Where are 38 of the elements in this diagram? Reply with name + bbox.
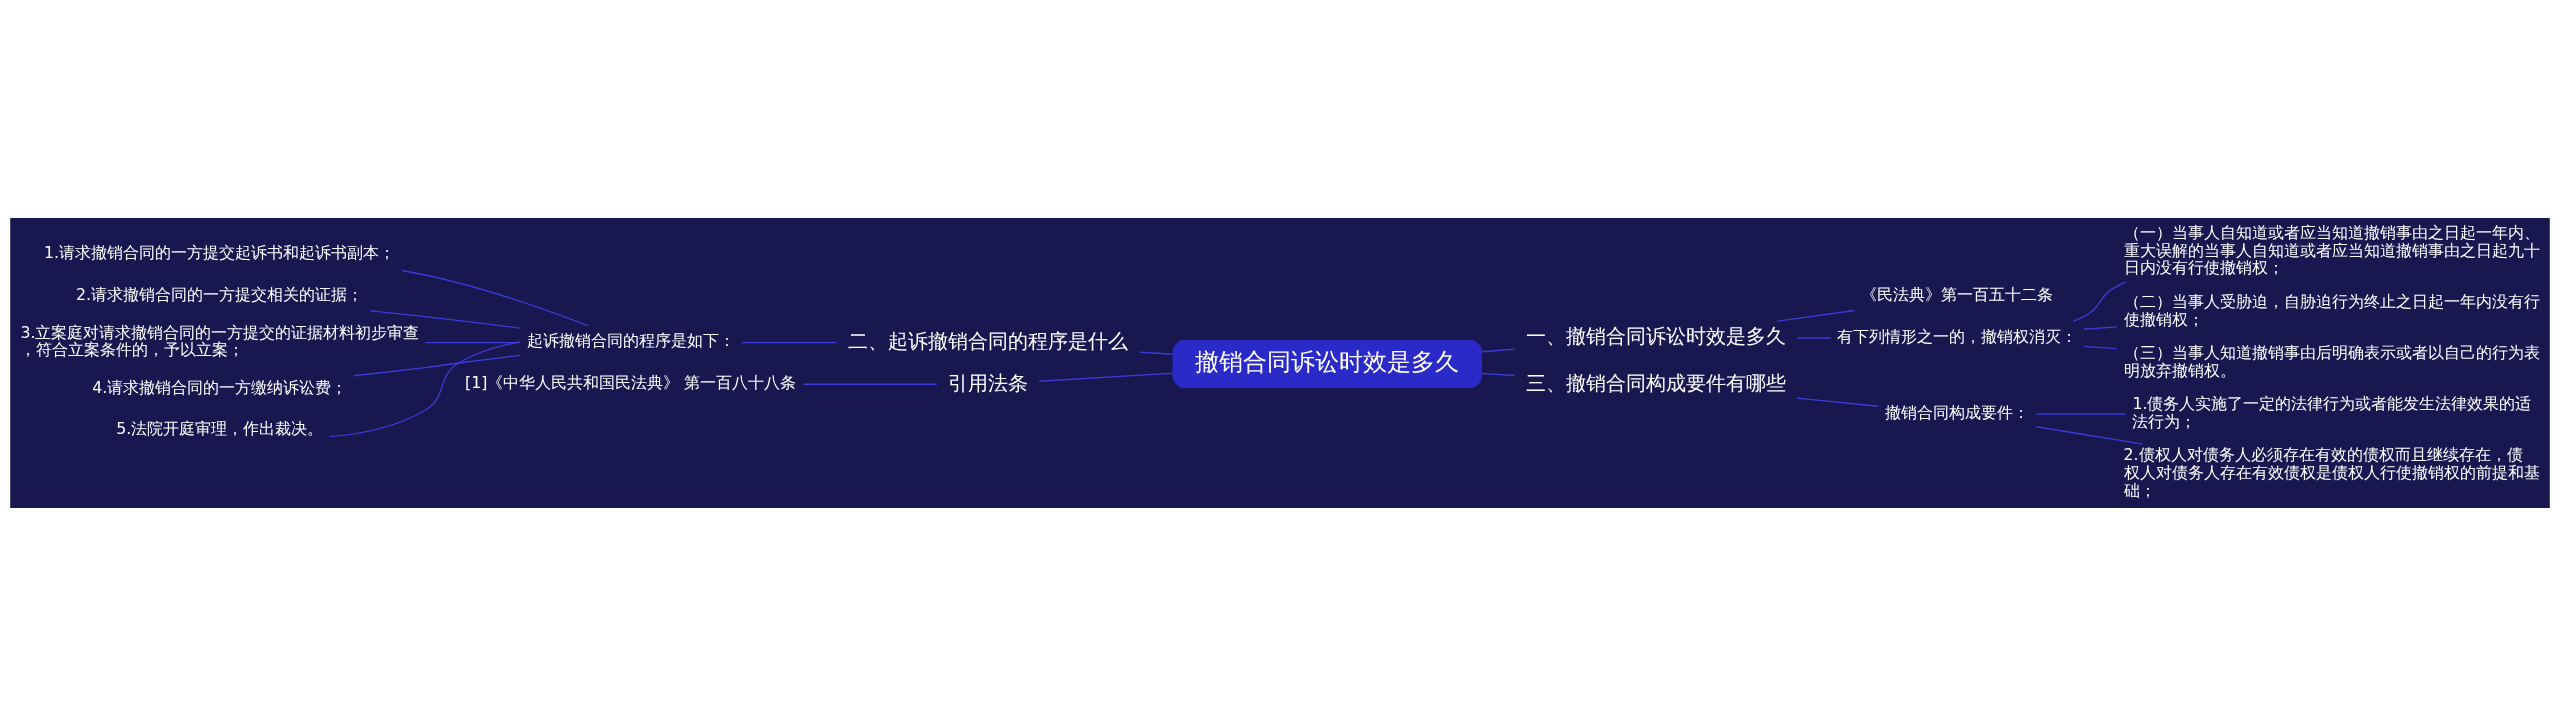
node-box: 撤销合同诉讼时效是多久 [1172,339,1482,388]
connector [1796,337,1832,339]
connector [352,354,521,377]
node-text: （二）当事人受胁迫，自胁迫行为终止之日起一年内没有行使撤销权； [2123,292,2540,329]
node-text: 2.请求撤销合同的一方提交相关的证据； [75,285,364,305]
node-text: 《民法典》第一百五十二条 [1860,285,2053,305]
node-text: （三）当事人知道撤销事由后明确表示或者以自己的行为表明放弃撤销权。 [2123,343,2540,380]
connector [328,341,521,438]
node-text: 3.立案庭对请求撤销合同的一方提交的证据材料初步审查，符合立案条件的，予以立案； [20,322,420,360]
connector [802,383,938,385]
node-text: 一、撤销合同诉讼时效是多久 [1526,324,1787,349]
node-text: 1.请求撤销合同的一方提交起诉书和起诉书副本； [44,243,396,263]
connector [2035,426,2144,445]
connector [1480,348,1516,353]
node-text: 2.债权人对债务人必须存在有效的债权而且继续存在，债权人对债务人存在有效债权是债权人行使撤销权的前提和基础； [2123,445,2540,500]
node-text: 1.债务人实施了一定的法律行为或者能发生法律效果的适法行为； [2132,393,2532,431]
node-text: 5.法院开庭审理，作出裁决。 [116,419,324,439]
node-text: （一）当事人自知道或者应当知道撤销事由之日起一年内、重大误解的当事人自知道或者应当知道撤销事由之日起九十日内没有行使撤销权； [2123,223,2540,278]
node-text: 有下列情形之一的，撤销权消灭： [1837,326,2078,346]
connector [1139,351,1174,355]
connector [1038,372,1174,382]
connector [2035,413,2127,415]
node-text: 撤销合同构成要件： [1885,402,2030,422]
connector [369,310,521,329]
connector [1480,372,1516,377]
node-text: [1]《中华人民共和国民法典》 第一百八十八条 [465,373,797,393]
connector [741,341,838,344]
connector [2072,281,2127,322]
connector [2083,345,2118,350]
connector [1796,397,1879,407]
node-text: 二、起诉撤销合同的程序是什么 [848,328,1129,353]
node-text: 引用法条 [948,370,1029,395]
connector [2083,326,2118,330]
connector [401,269,590,327]
connector [1776,309,1856,322]
node-text: 起诉撤销合同的程序是如下： [526,331,735,351]
node-text: 三、撤销合同构成要件有哪些 [1526,370,1787,395]
node-text: 4.请求撤销合同的一方缴纳诉讼费； [92,377,348,397]
